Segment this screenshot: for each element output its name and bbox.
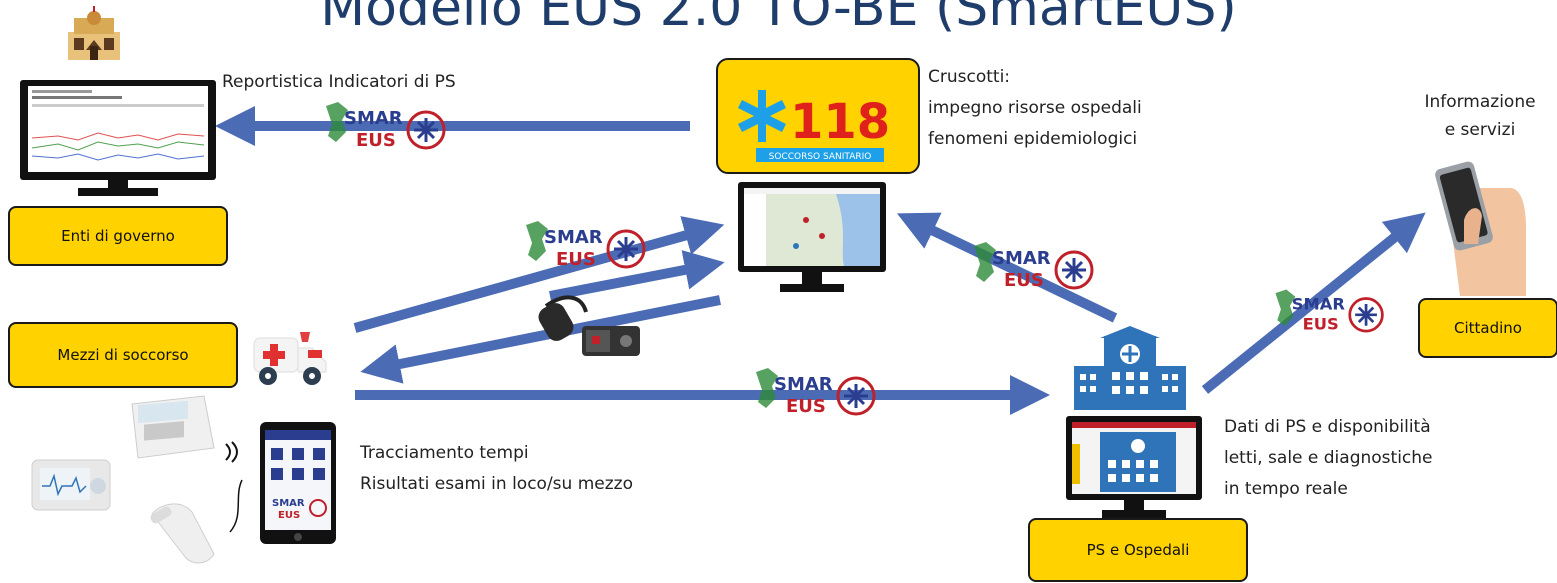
caption-reportistica: Reportistica Indicatori di PS — [222, 72, 456, 92]
arrow-ps-to-monitor — [896, 212, 1118, 323]
caption-dati-ps-line1: Dati di PS e disponibilità — [1224, 417, 1431, 437]
tablet-icon: SMAR EUS — [260, 422, 336, 544]
arrow-ps-to-cittadino — [1201, 212, 1426, 394]
smarteus-logo: SMAR EUS — [1275, 289, 1384, 333]
caption-cruscotti-line3: fenomeni epidemiologici — [928, 129, 1138, 149]
smarteus-logo: SMAR EUS — [974, 242, 1094, 291]
ecg-device-icon — [131, 395, 215, 459]
caption-cruscotti-line1: Cruscotti: — [928, 67, 1011, 87]
caption-informazione-line1: Informazione — [1424, 92, 1536, 112]
logo-smart-text: SMAR — [774, 374, 833, 395]
logo-118-subtitle: SOCCORSO SANITARIO — [769, 152, 872, 162]
caption-dati-ps: Dati di PS e disponibilità letti, sale e… — [1224, 412, 1433, 505]
caption-cruscotti-line2: impegno risorse ospedali — [928, 98, 1142, 118]
caption-informazione-line2: e servizi — [1444, 120, 1516, 140]
logo-118-box: 118 SOCCORSO SANITARIO — [716, 58, 920, 174]
logo-eus-text: EUS — [1303, 314, 1339, 333]
monitor-ps — [1066, 416, 1202, 518]
page-title: Modello EUS 2.0 TO-BE (SmartEUS) — [320, 0, 1237, 38]
patient-monitor-icon — [31, 459, 111, 511]
monitor-enti — [20, 80, 216, 196]
arrow-mezzi-to-monitor-1 — [353, 216, 725, 333]
label-ps-e-ospedali: PS e Ospedali — [1028, 518, 1248, 582]
logo-118-icon: 118 SOCCORSO SANITARIO — [738, 90, 890, 162]
caption-dati-ps-line3: in tempo reale — [1224, 479, 1348, 499]
arrow-mezzi-to-monitor-2 — [549, 250, 725, 301]
cable-icon — [229, 479, 243, 533]
ambulance-icon — [253, 332, 327, 385]
tablet-logo-smart: SMAR — [272, 498, 305, 509]
government-building-icon — [68, 6, 120, 60]
logo-smart-text: SMAR — [544, 227, 603, 248]
caption-cruscotti: Cruscotti: impegno risorse ospedali feno… — [928, 62, 1142, 155]
logo-eus-text: EUS — [356, 130, 396, 151]
radio-icon — [538, 295, 640, 356]
logo-smart-text: SMAR — [344, 108, 403, 129]
ultrasound-probe-icon — [150, 503, 215, 564]
caption-dati-ps-line2: letti, sale e diagnostiche — [1224, 448, 1433, 468]
logo-eus-text: EUS — [556, 249, 596, 270]
label-enti-di-governo: Enti di governo — [8, 206, 228, 266]
hospital-building-icon — [1074, 326, 1186, 410]
logo-eus-text: EUS — [786, 396, 826, 417]
caption-tracciamento-line2: Risultati esami in loco/su mezzo — [360, 474, 633, 494]
monitor-map — [738, 182, 886, 292]
smartphone-hand-icon — [1435, 161, 1526, 296]
logo-smart-text: SMAR — [992, 248, 1051, 269]
smarteus-logo: SMAR EUS — [756, 368, 876, 417]
wireless-signal-icon — [225, 441, 238, 463]
caption-tracciamento-line1: Tracciamento tempi — [360, 443, 529, 463]
smarteus-logo: SMAR EUS — [526, 221, 646, 270]
logo-smart-text: SMAR — [1292, 294, 1346, 313]
caption-tracciamento: Tracciamento tempi Risultati esami in lo… — [360, 438, 633, 500]
smarteus-logo: SMAR EUS — [326, 102, 446, 151]
label-cittadino: Cittadino — [1418, 298, 1557, 358]
logo-eus-text: EUS — [1004, 270, 1044, 291]
logo-118-text: 118 — [790, 94, 890, 150]
label-mezzi-di-soccorso: Mezzi di soccorso — [8, 322, 238, 388]
tablet-logo-eus: EUS — [278, 510, 300, 521]
caption-informazione: Informazione e servizi — [1420, 88, 1540, 144]
